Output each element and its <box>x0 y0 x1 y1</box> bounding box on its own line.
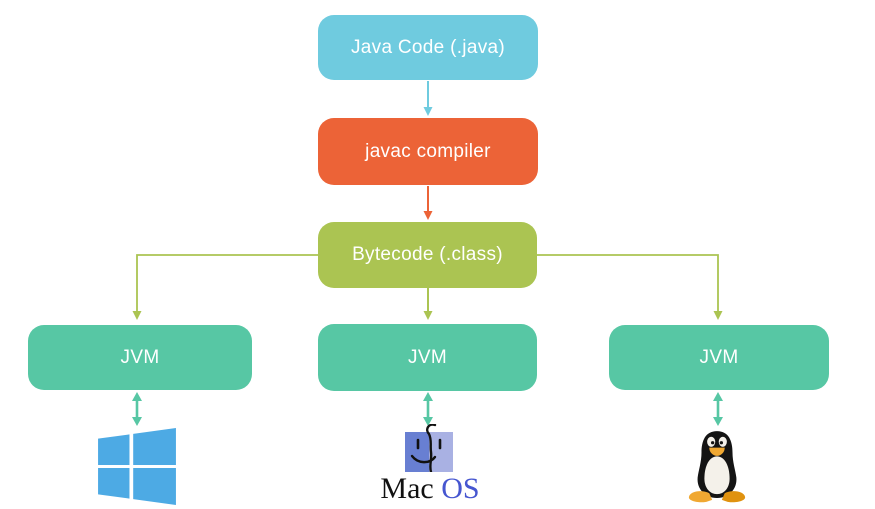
arrow-jvm-windows-head-up <box>132 392 142 401</box>
mac-face-left-half <box>405 432 429 472</box>
arrow-jvm-linux-head-down <box>713 417 723 426</box>
windows-pane-top-right <box>133 428 176 465</box>
mac-face-right-half <box>429 432 453 472</box>
arrow-bytecode-to-jvm-middle-head <box>423 311 433 320</box>
node-java-code: Java Code (.java) <box>318 15 538 80</box>
tux-beak <box>709 447 725 456</box>
arrow-jvm-windows-head-down <box>132 417 142 426</box>
node-bytecode: Bytecode (.class) <box>318 222 537 288</box>
tux-belly <box>704 456 730 495</box>
arrow-jvm-linux-head-up <box>713 392 723 401</box>
node-jvm-linux-label: JVM <box>699 346 739 368</box>
arrow-bytecode-to-jvm-right-head <box>713 311 723 320</box>
node-jvm-linux: JVM <box>609 325 829 390</box>
mac-os-label-word2: OS <box>433 472 480 505</box>
windows-logo-icon <box>97 428 177 505</box>
node-bytecode-label: Bytecode (.class) <box>352 244 503 265</box>
arrow-bytecode-to-jvm-left-head <box>132 311 142 320</box>
arrow-javac-to-bytecode-head <box>423 211 433 220</box>
node-java-code-label: Java Code (.java) <box>350 36 505 58</box>
node-javac-compiler-label: javac compiler <box>365 140 491 162</box>
tux-right-foot <box>721 491 746 503</box>
windows-pane-bottom-left <box>98 468 130 499</box>
windows-pane-top-left <box>98 434 130 465</box>
tux-left-foot <box>688 491 713 503</box>
arrow-jvm-mac-head-up <box>423 392 433 401</box>
arrow-java-to-javac-head <box>423 107 433 116</box>
mac-face-center-line <box>426 423 437 474</box>
mac-os-label: Mac OS <box>355 474 505 504</box>
mac-finder-logo-icon <box>405 423 453 474</box>
tux-left-eye-white <box>707 436 716 447</box>
node-javac-compiler: javac compiler <box>318 118 538 185</box>
node-jvm-mac-label: JVM <box>408 346 447 368</box>
node-jvm-windows: JVM <box>28 325 252 390</box>
linux-tux-logo-icon <box>686 427 748 505</box>
tux-right-pupil <box>719 441 724 445</box>
tux-left-pupil <box>710 441 715 445</box>
arrow-bytecode-to-jvm-right-line <box>537 254 719 312</box>
windows-pane-bottom-right <box>133 468 176 505</box>
tux-right-eye-white <box>718 436 727 447</box>
arrow-bytecode-to-jvm-left-line <box>136 254 318 312</box>
node-jvm-windows-label: JVM <box>120 346 160 368</box>
node-jvm-mac: JVM <box>318 324 537 391</box>
mac-os-label-word1: Mac <box>380 472 434 505</box>
mac-face-smile <box>410 454 437 464</box>
